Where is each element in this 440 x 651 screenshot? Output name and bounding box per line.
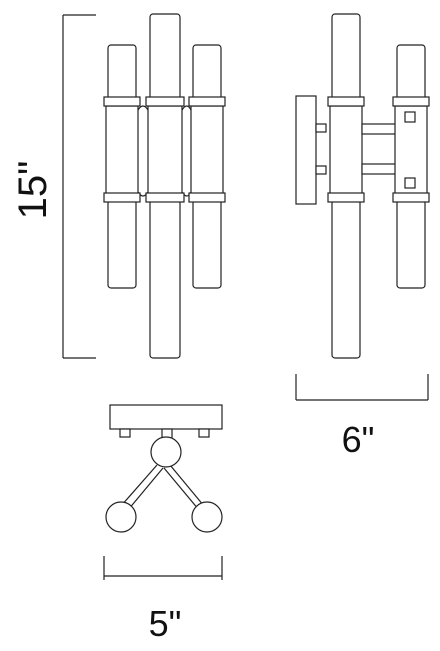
side-rear-tube-bottom [396, 199, 426, 289]
height-label: 15" [11, 161, 55, 220]
side-rear-collar-top [392, 96, 430, 107]
front-left-tube-bottom [107, 199, 137, 289]
depth-label: 6" [342, 419, 375, 460]
top-view [105, 404, 223, 533]
side-wall-plate [295, 95, 317, 205]
top-screw-right [198, 428, 210, 438]
top-center-tube-circle [150, 436, 182, 468]
front-collar-bottom-center [145, 192, 185, 203]
top-screw-left [119, 428, 131, 438]
side-rear-clip-bottom [404, 177, 416, 189]
top-arm-left-b [127, 467, 164, 511]
front-center-tube-bottom [149, 199, 181, 359]
front-collar-bottom-right [188, 192, 226, 203]
side-front-collar-top [327, 96, 365, 107]
side-front-tube-bottom [331, 199, 361, 359]
top-arm-right-a [169, 464, 205, 507]
side-front-body [329, 105, 363, 197]
width-dimension: 5" [103, 556, 223, 644]
width-label: 5" [149, 603, 182, 644]
side-arm-upper [361, 123, 397, 135]
front-body-center [147, 105, 183, 197]
top-arm-left-a [120, 464, 158, 507]
top-wall-plate [109, 404, 223, 430]
height-dimension: 15" [11, 14, 96, 359]
front-collar-bottom-left [103, 192, 141, 203]
front-collar-top-center [145, 96, 185, 107]
side-screw-top [315, 123, 327, 133]
side-rear-tube-top [396, 44, 426, 102]
front-right-tube-top [192, 44, 222, 102]
side-front-tube-top [331, 13, 361, 103]
side-screw-bottom [315, 165, 327, 175]
depth-dimension: 6" [295, 374, 429, 460]
side-arm-lower [361, 163, 397, 175]
side-rear-collar-bottom [392, 192, 430, 203]
side-view [295, 13, 430, 359]
front-right-tube-bottom [192, 199, 222, 289]
front-collar-top-right [188, 96, 226, 107]
top-left-tube-circle [105, 501, 137, 533]
front-collar-top-left [103, 96, 141, 107]
front-body-right [190, 105, 224, 197]
front-left-tube-top [107, 44, 137, 102]
top-arm-right-b [163, 467, 200, 511]
front-body-left [105, 105, 139, 197]
front-view [103, 13, 226, 359]
top-right-tube-circle [191, 501, 223, 533]
side-front-collar-bottom [327, 192, 365, 203]
front-center-tube-top [149, 13, 181, 103]
side-rear-clip-top [404, 111, 416, 123]
